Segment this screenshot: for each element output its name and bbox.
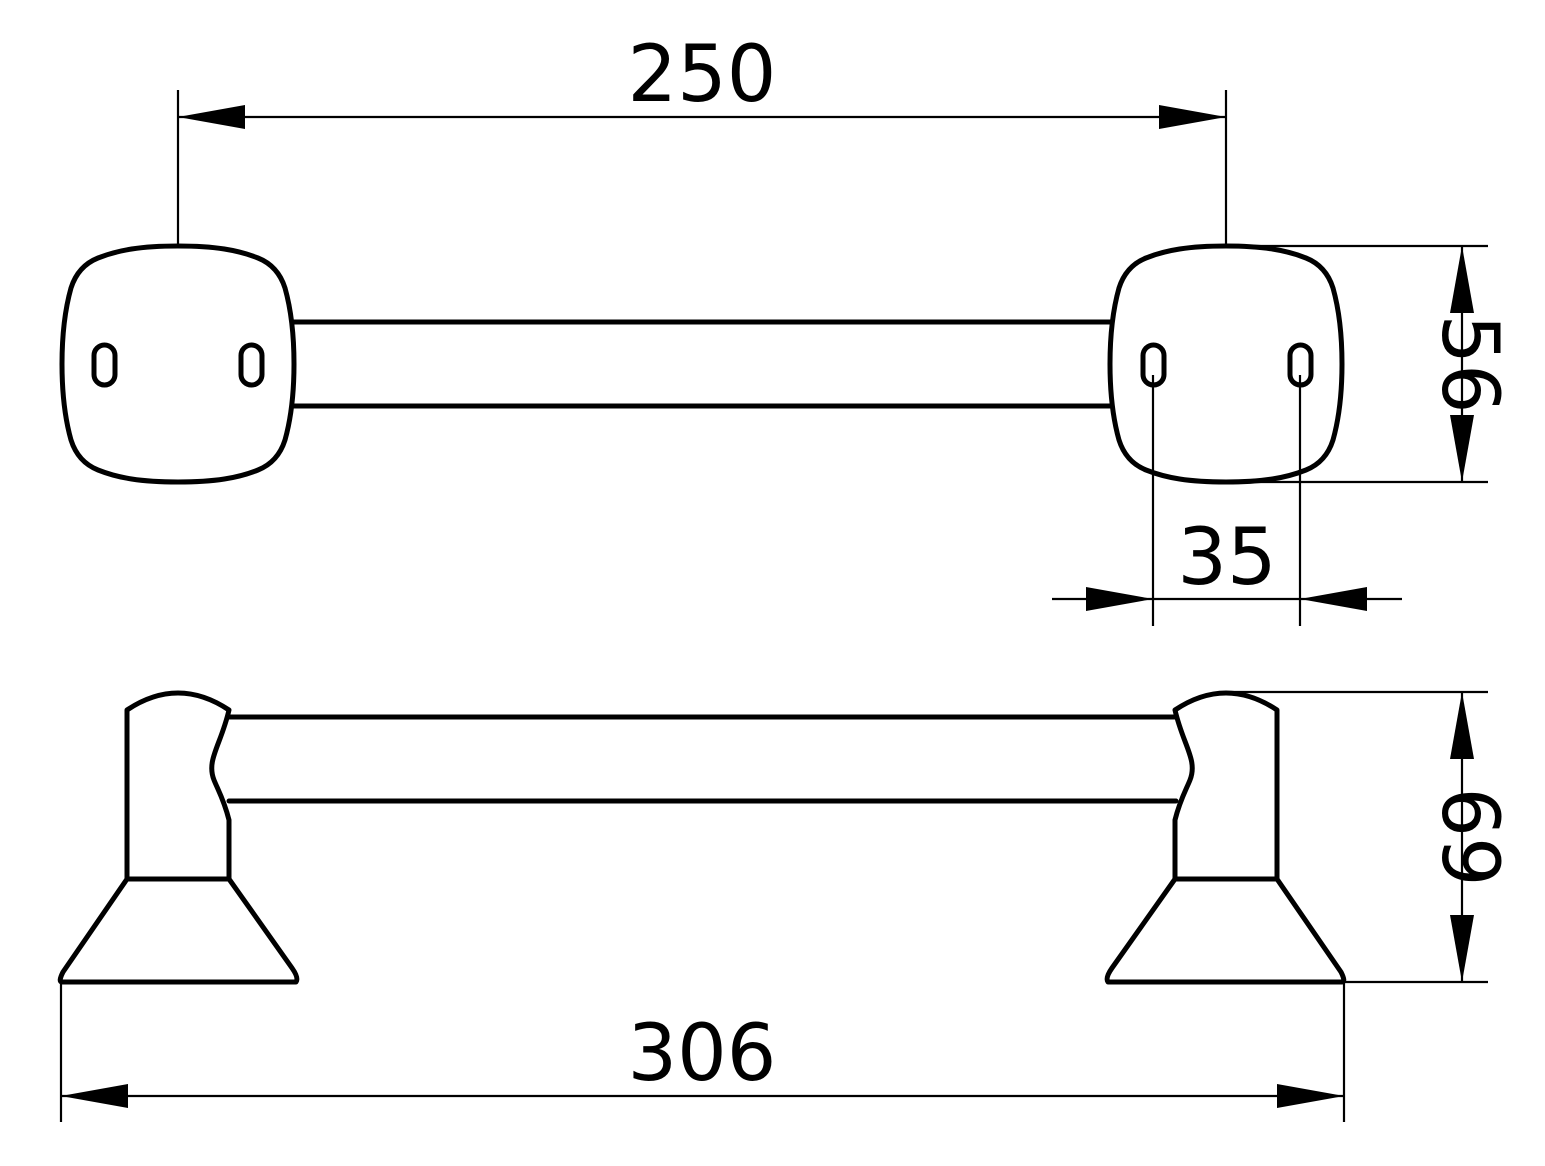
side-view [57, 690, 1347, 985]
left-support-base [57, 876, 300, 985]
dimension-306: 306 [59, 982, 1346, 1122]
dimension-56: 56 [1226, 244, 1514, 484]
dimension-label-69: 69 [1424, 787, 1514, 886]
arrowhead [1450, 415, 1474, 482]
arrowhead [61, 1084, 128, 1108]
dimension-69: 69 [1226, 690, 1514, 984]
arrowhead [1450, 692, 1474, 759]
left-plate-hole-2 [238, 342, 265, 388]
left-mount-plate [59, 243, 297, 485]
arrowhead [1277, 1084, 1344, 1108]
dimension-label-56: 56 [1424, 314, 1514, 413]
dimension-label-35: 35 [1177, 513, 1276, 603]
arrowhead [1450, 246, 1474, 313]
arrowhead [178, 105, 245, 129]
right-support-base [1104, 876, 1347, 985]
dimension-250: 250 [176, 30, 1228, 246]
dimension-label-306: 306 [628, 1009, 777, 1099]
top-view [59, 243, 1345, 485]
arrowhead [1086, 587, 1153, 611]
arrowhead [1159, 105, 1226, 129]
right-support-arm [1172, 690, 1280, 882]
left-plate-hole-1 [91, 342, 118, 388]
arrowhead [1300, 587, 1367, 611]
left-support-arm [124, 690, 232, 882]
arrowhead [1450, 915, 1474, 982]
dimension-35: 35 [1052, 375, 1402, 626]
dimension-label-250: 250 [628, 30, 777, 120]
